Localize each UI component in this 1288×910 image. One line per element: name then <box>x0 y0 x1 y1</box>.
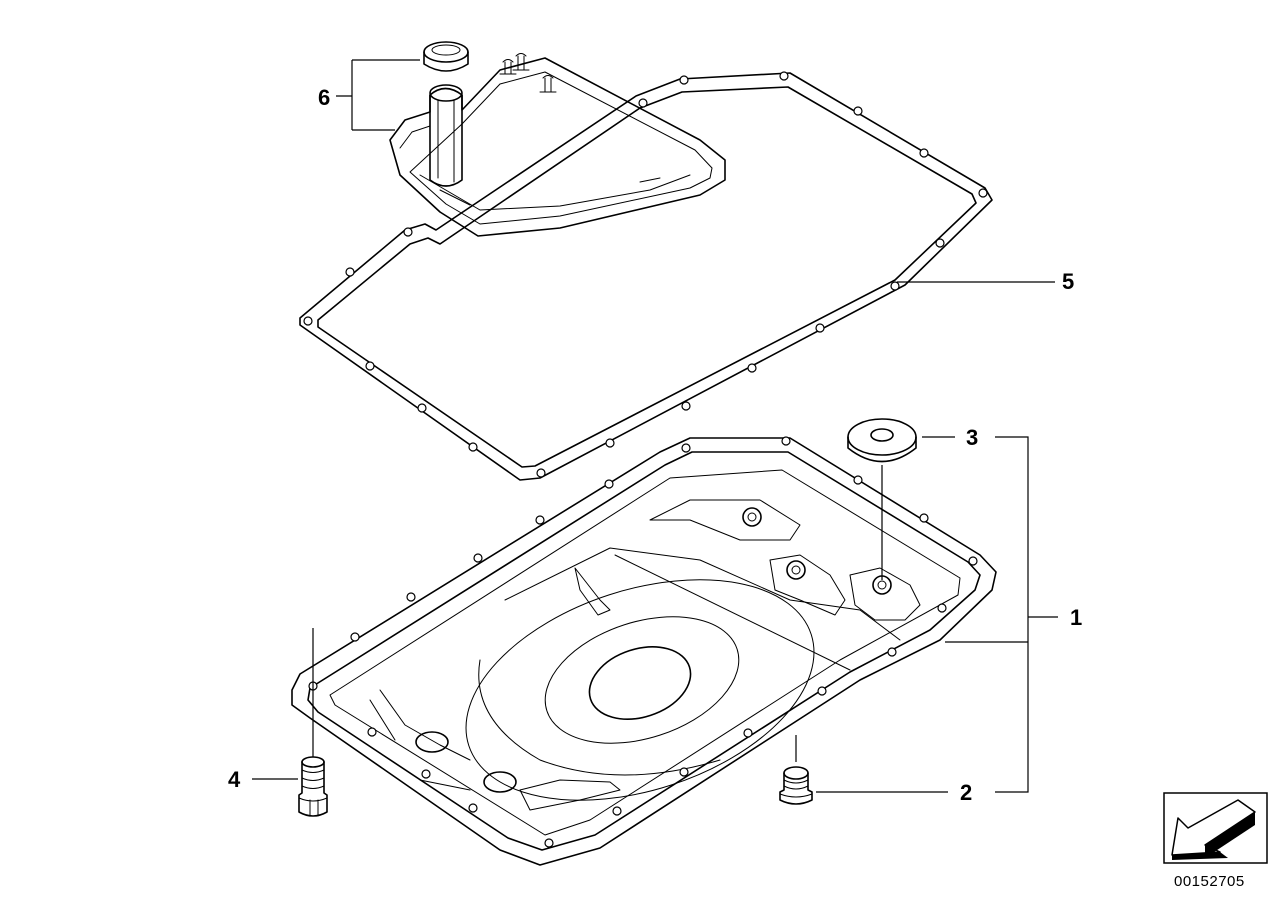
arrow-left-down-icon <box>1171 799 1256 860</box>
gasket-bolt-holes <box>303 71 988 478</box>
document-number: 00152705 <box>1174 873 1245 890</box>
sealing-ring[interactable] <box>847 418 917 463</box>
callout-6: 6 <box>318 85 330 110</box>
oil-filter[interactable] <box>389 53 726 237</box>
callout-5: 5 <box>1062 269 1074 294</box>
oil-pan-bolt-holes <box>308 436 978 848</box>
callout-1: 1 <box>1070 605 1082 630</box>
screw-plug[interactable] <box>779 766 813 805</box>
callout-4: 4 <box>228 767 241 792</box>
orientation-icon-box <box>1163 792 1268 864</box>
filter-seal-ring[interactable] <box>423 41 469 72</box>
callout-3: 3 <box>966 425 978 450</box>
oil-pan-gasket[interactable] <box>299 71 993 481</box>
callout-2: 2 <box>960 780 972 805</box>
oil-pan[interactable] <box>291 436 997 866</box>
hex-bolt[interactable] <box>298 756 328 817</box>
leader-lines <box>252 59 1058 793</box>
